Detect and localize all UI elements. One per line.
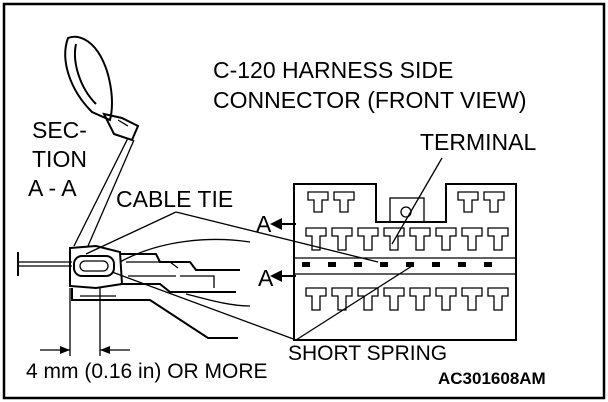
- cable-tie-label: CABLE TIE: [116, 186, 233, 212]
- dimension-label: 4 mm (0.16 in) OR MORE: [26, 360, 268, 383]
- terminal-label: TERMINAL: [420, 129, 537, 155]
- short-spring-leader: [111, 271, 297, 341]
- section-leader-lines: [73, 137, 135, 247]
- section-label-line-1: SEC-: [32, 117, 87, 143]
- cross-section-view: [17, 238, 251, 339]
- cable-tie-leader: [85, 211, 177, 255]
- section-arrow-upper: [270, 218, 296, 230]
- terminal-leader-line: [391, 157, 443, 245]
- dimension-marker: [40, 288, 130, 356]
- title-line-1: C-120 HARNESS SIDE: [213, 57, 453, 83]
- terminal-row-bottom: [305, 287, 509, 311]
- title-line-2: CONNECTOR (FRONT VIEW): [213, 87, 526, 113]
- cable-tie-illustration: [64, 35, 140, 142]
- terminal-row-top: [307, 191, 505, 213]
- figure-code: AC301608AM: [438, 369, 546, 388]
- section-arrow-lower: [270, 270, 296, 282]
- section-label-line-3: A - A: [28, 175, 77, 201]
- short-spring-label: SHORT SPRING: [288, 342, 447, 365]
- short-spring-strip: [302, 262, 492, 267]
- short-spring-leader-2: [295, 265, 413, 341]
- cable-tie-leader-2: [175, 211, 379, 263]
- section-arrow-upper-label: A: [256, 211, 272, 237]
- connector-front-view: [293, 183, 517, 341]
- section-label-line-2: TION: [32, 146, 87, 172]
- terminal-row-middle: [305, 227, 509, 251]
- section-arrow-lower-label: A: [258, 265, 274, 291]
